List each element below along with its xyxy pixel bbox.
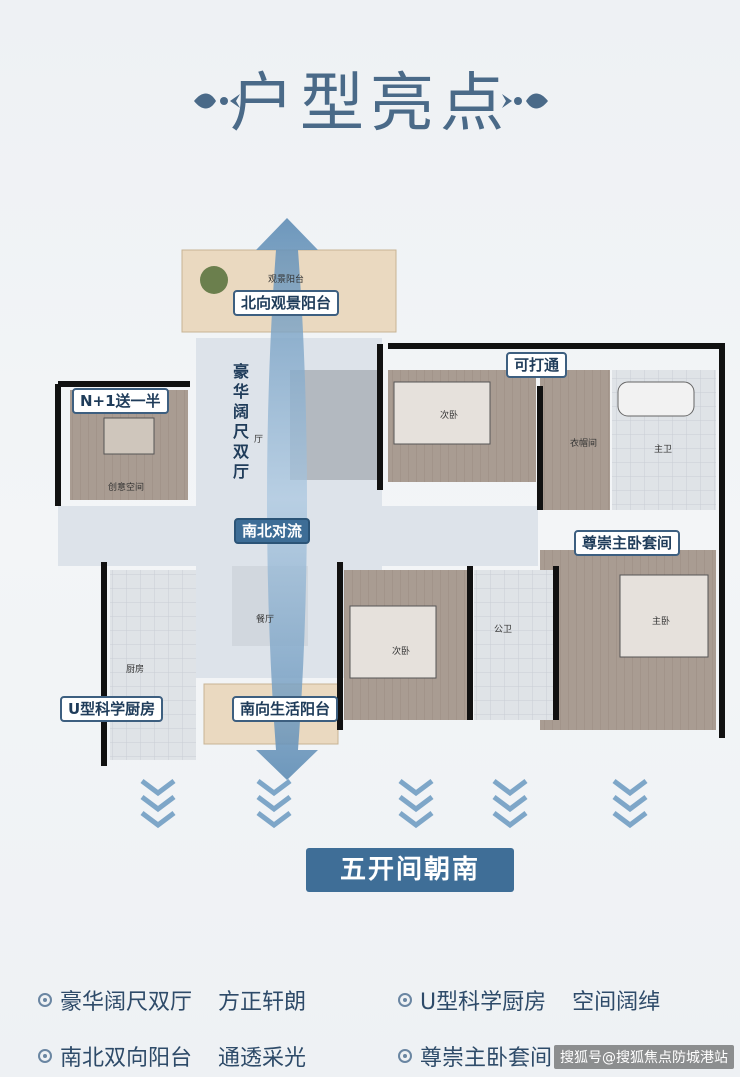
chevron-down-icon	[398, 779, 434, 829]
room-bedroom-b: 次卧	[392, 647, 411, 657]
label-u-kitchen: U型科学厨房	[60, 696, 164, 722]
feature-right: 空间阔绰	[572, 990, 661, 1015]
label-living-vertical: 豪华阔尺双厅	[232, 362, 249, 481]
feature-item: 豪华阔尺双厅方正轩朗	[38, 984, 306, 1016]
label-north-balcony: 北向观景阳台	[233, 290, 340, 316]
room-public-bath: 公卫	[494, 625, 513, 635]
feature-right: 方正轩朗	[218, 990, 307, 1015]
room-closet: 衣帽间	[570, 439, 598, 449]
label-n-plus-one: N+1送一半	[72, 388, 169, 414]
chevron-down-icon	[256, 779, 292, 829]
feature-left: 南北双向阳台	[60, 1046, 193, 1071]
feature-item: 南北双向阳台通透采光	[38, 1040, 306, 1072]
room-hall-mark: 厅	[254, 435, 264, 445]
room-dining: 餐厅	[256, 615, 275, 625]
plant-icon	[200, 266, 228, 294]
room-kitchen: 厨房	[126, 665, 145, 675]
bullet-icon	[38, 1049, 52, 1063]
left-ornament-icon	[194, 93, 240, 109]
room-master-bed: 主卧	[652, 617, 671, 627]
page-title: 户型亮点	[230, 67, 510, 141]
room-master-bath: 主卫	[654, 445, 673, 455]
room-bedroom-a: 次卧	[440, 411, 459, 421]
chevron-down-icon	[492, 779, 528, 829]
label-south-balcony: 南向生活阳台	[232, 696, 339, 722]
chevron-down-icon	[612, 779, 648, 829]
title-row: 户型亮点	[0, 64, 740, 144]
kitchen-area	[110, 570, 196, 760]
label-can-open: 可打通	[506, 352, 568, 378]
south-facing-banner: 五开间朝南	[306, 848, 514, 892]
feature-left: 豪华阔尺双厅	[60, 990, 193, 1015]
feature-item: U型科学厨房空间阔绰	[398, 984, 660, 1016]
feature-left: U型科学厨房	[420, 990, 547, 1015]
closet-area	[540, 370, 610, 510]
label-ns-flow: 南北对流	[234, 518, 311, 544]
feature-left: 尊崇主卧套间	[420, 1046, 553, 1071]
label-master-suite: 尊崇主卧套间	[574, 530, 681, 556]
watermark: 搜狐号@搜狐焦点防城港站	[554, 1045, 734, 1069]
room-creative: 创意空间	[108, 483, 145, 493]
room-view-balcony: 观景阳台	[268, 275, 305, 285]
public-bath-area	[474, 570, 556, 720]
bullet-icon	[398, 993, 412, 1007]
floor-plan	[55, 218, 725, 780]
feature-right: 通透采光	[218, 1046, 307, 1071]
bullet-icon	[38, 993, 52, 1007]
right-ornament-icon	[502, 93, 548, 109]
flow-arrow-icon	[256, 218, 318, 780]
feature-item: 尊崇主卧套间	[398, 1040, 552, 1072]
bullet-icon	[398, 1049, 412, 1063]
chevron-down-icon	[140, 779, 176, 829]
